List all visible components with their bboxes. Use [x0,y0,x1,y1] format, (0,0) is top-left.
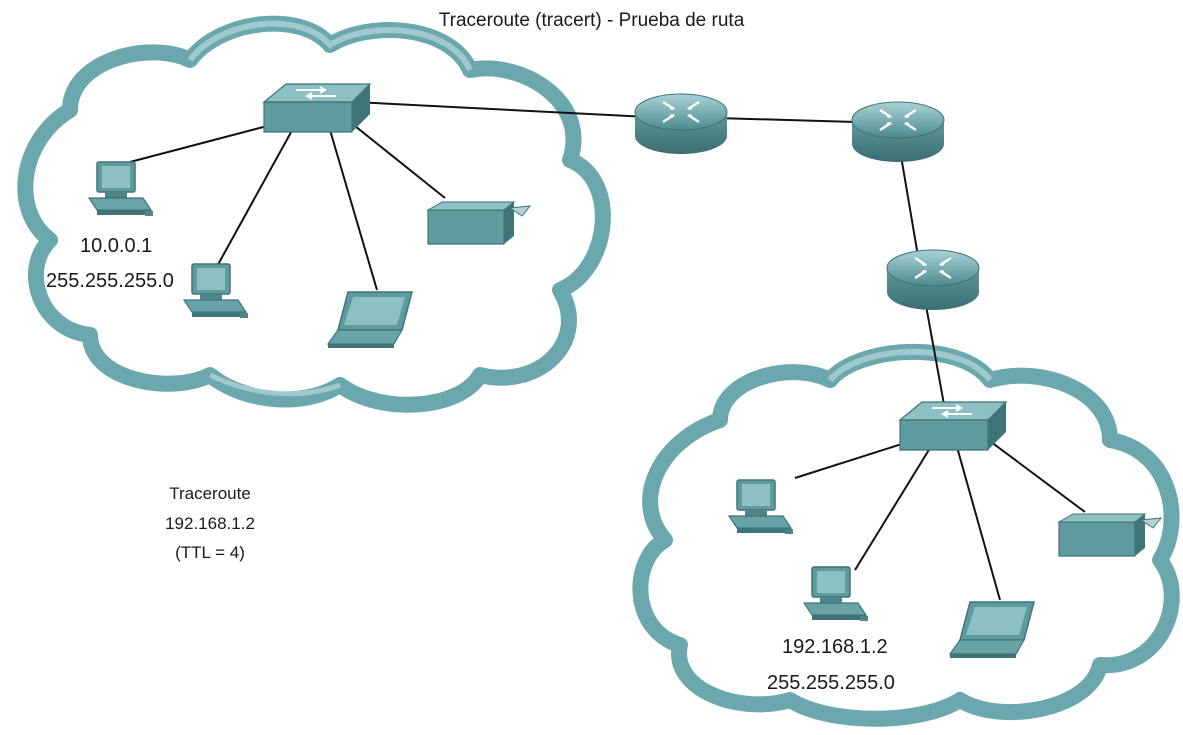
left-network-cloud [17,15,611,413]
pc-icon-left-1 [88,161,154,217]
left-host-ip: 10.0.0.1 [80,235,153,257]
traceroute-target: 192.168.1.2 [165,514,255,533]
link-switch-printer [344,117,446,199]
switch-icon-right [899,401,1007,451]
pc-icon-right-2 [803,566,869,622]
router-icon-2 [850,100,946,164]
right-host-ip: 192.168.1.2 [782,636,888,658]
link-switch-pc1 [129,119,291,163]
router-icon-1 [633,92,729,156]
laptop-icon-right [949,601,1035,659]
left-host-mask: 255.255.255.0 [46,270,174,292]
switch-icon-left [263,83,371,133]
link-switch-router1 [314,99,669,119]
link-switch2-laptop [954,439,1001,601]
printer-icon-right [1058,513,1162,557]
router-icon-3 [885,248,981,312]
right-host-mask: 255.255.255.0 [767,672,895,694]
printer-icon-left [427,201,531,245]
link-switch-pc2 [214,124,296,271]
traceroute-label: Traceroute [169,484,251,503]
link-router2-router3 [899,149,921,269]
link-switch2-pc2 [854,439,936,571]
links [129,99,1086,601]
right-network-cloud [632,343,1180,727]
pc-icon-right-1 [728,479,794,535]
diagram-title: Traceroute (tracert) - Prueba de ruta [438,10,745,31]
pc-icon-left-2 [183,263,249,319]
link-router3-switch2 [924,299,946,411]
traceroute-ttl: (TTL = 4) [175,543,245,562]
link-switch-laptop [329,129,378,291]
laptop-icon-left [327,291,413,349]
